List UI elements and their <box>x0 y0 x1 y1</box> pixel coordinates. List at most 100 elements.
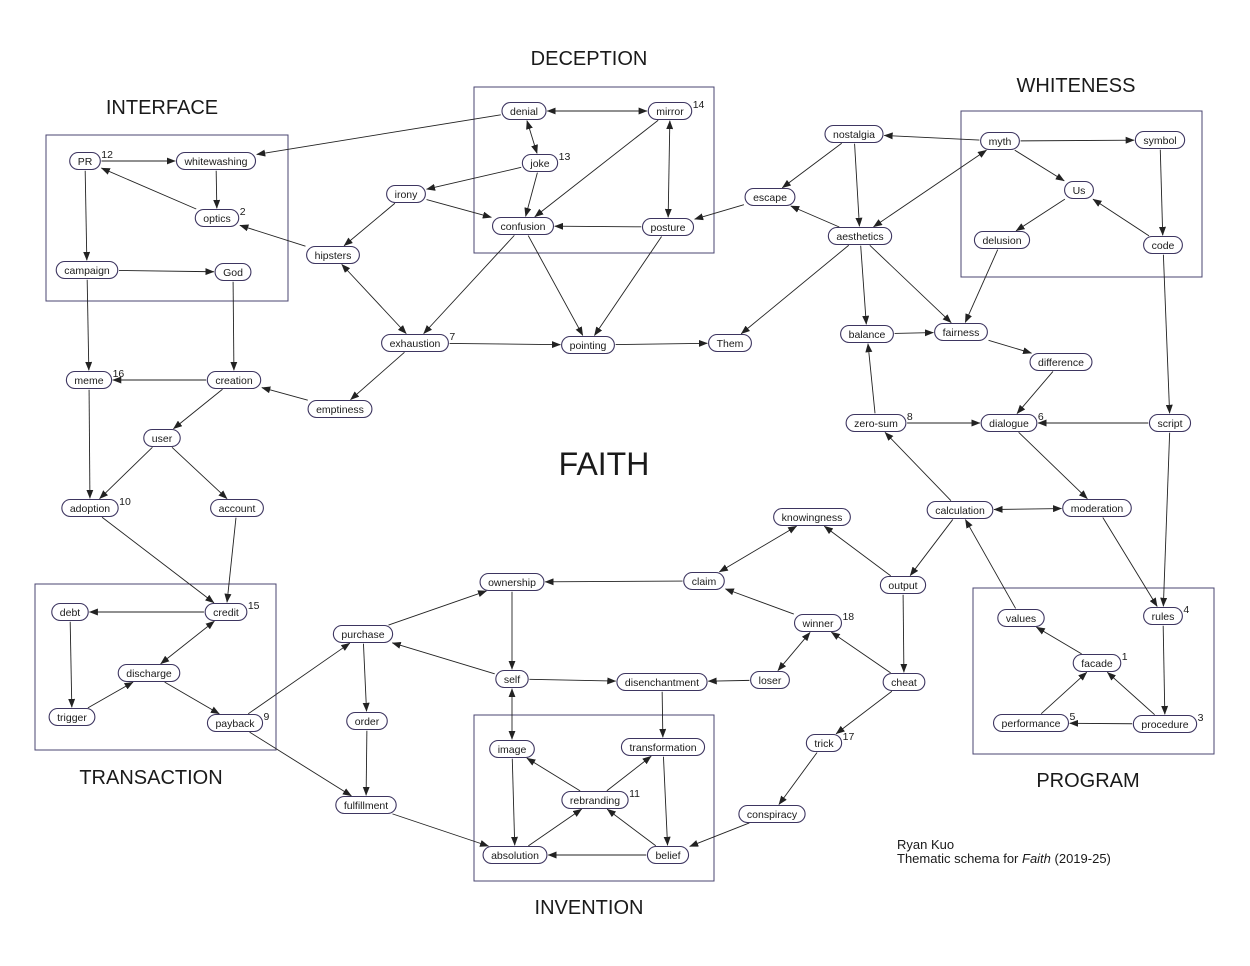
node-knowingness-label: knowingness <box>782 512 843 524</box>
node-balance-pill <box>840 324 894 344</box>
node-us: Us <box>1064 180 1094 200</box>
node-myth-pill <box>980 131 1020 151</box>
node-conspiracy: conspiracy <box>738 804 806 824</box>
node-absolution: absolution <box>482 845 548 865</box>
node-confusion-pill <box>491 216 555 236</box>
edge-denial-to-joke <box>526 120 538 154</box>
edge-whitewashing-to-optics <box>213 170 221 209</box>
edge-god-to-creation <box>230 281 238 371</box>
edge-hipsters-to-exhaustion <box>341 264 407 334</box>
node-delusion: delusion <box>973 230 1031 250</box>
node-creation-pill <box>206 370 262 390</box>
edge-calculation-to-moderation <box>993 505 1063 513</box>
node-code-label: code <box>1152 240 1175 252</box>
node-nostalgia: nostalgia <box>824 124 884 144</box>
group-interface-title: INTERFACE <box>106 97 218 119</box>
node-campaign-pill <box>55 260 119 280</box>
node-campaign: campaign <box>55 260 119 280</box>
edge-dialogue-to-moderation <box>1018 432 1088 500</box>
edge-irony-to-hipsters <box>343 202 396 247</box>
caption-author: Ryan Kuo <box>897 837 955 852</box>
node-calculation-pill <box>926 500 994 520</box>
edge-layer <box>68 107 1173 859</box>
node-claim-pill <box>683 571 725 591</box>
node-aesthetics: aesthetics <box>827 226 893 246</box>
edge-exhaustion-to-emptiness <box>350 351 405 401</box>
edge-adoption-to-credit <box>101 516 215 604</box>
node-symbol: symbol <box>1134 130 1186 150</box>
node-mirror-pill <box>647 101 693 121</box>
edge-aesthetics-to-escape <box>790 205 840 228</box>
node-script-label: script <box>1157 418 1182 430</box>
node-them: Them <box>708 333 752 353</box>
edge-code-to-us <box>1092 198 1150 237</box>
node-disenchantment-label: disenchantment <box>625 677 699 689</box>
node-myth: myth <box>980 131 1020 151</box>
edge-discharge-to-payback <box>164 681 220 715</box>
node-procedure-label: procedure <box>1141 719 1188 731</box>
node-rebranding-label: rebranding <box>570 795 620 807</box>
node-calculation: calculation <box>926 500 994 520</box>
edge-cheat-to-winner <box>830 631 891 674</box>
edge-loser-to-disenchantment <box>707 677 750 685</box>
node-pointing: pointing <box>561 335 615 355</box>
node-payback-label: payback <box>215 718 255 730</box>
edge-pointing-to-them <box>615 339 708 347</box>
node-purchase-label: purchase <box>341 629 384 641</box>
edge-purchase-to-order <box>362 643 370 712</box>
edge-credit-to-discharge <box>160 620 215 665</box>
node-us-label: Us <box>1073 185 1086 197</box>
edge-debt-to-trigger <box>68 621 76 708</box>
node-winner-label: winner <box>802 618 834 630</box>
caption-text-before: Thematic schema for <box>897 851 1022 866</box>
edge-joke-to-confusion <box>524 172 538 217</box>
edge-user-to-adoption <box>99 447 153 500</box>
edge-difference-to-dialogue <box>1016 371 1054 414</box>
node-optics-number: 2 <box>240 206 246 218</box>
node-ownership: ownership <box>479 572 545 592</box>
node-self: self <box>495 669 529 689</box>
node-belief: belief <box>646 845 690 865</box>
node-rebranding-pill <box>561 790 629 810</box>
edge-aesthetics-to-balance <box>860 245 870 325</box>
edge-campaign-to-meme <box>85 279 93 371</box>
edge-account-to-credit <box>224 517 237 603</box>
edge-calculation-to-zerosum <box>884 432 952 501</box>
edge-aesthetics-to-them <box>740 244 850 335</box>
node-joke-number: 13 <box>559 151 571 163</box>
edge-self-to-purchase <box>391 641 495 675</box>
group-program-box <box>972 587 1215 755</box>
node-difference: difference <box>1029 352 1093 372</box>
node-campaign-label: campaign <box>64 265 110 277</box>
node-account-pill <box>210 498 264 518</box>
group-invention-title: INVENTION <box>535 897 644 919</box>
node-meme-number: 16 <box>113 368 125 380</box>
group-layer: INTERFACE DECEPTION WHITENESS TRANSACTIO… <box>34 48 1215 919</box>
node-emptiness: emptiness <box>307 399 373 419</box>
edge-nostalgia-to-aesthetics <box>854 143 863 227</box>
node-procedure-pill <box>1132 714 1198 734</box>
edge-aesthetics-to-fairness <box>869 245 952 324</box>
node-disenchantment: disenchantment <box>616 672 708 692</box>
node-trigger-label: trigger <box>57 712 87 724</box>
group-transaction-title: TRANSACTION <box>79 767 222 789</box>
node-optics-pill <box>194 208 240 228</box>
node-confusion: confusion <box>491 216 555 236</box>
edge-meme-to-adoption <box>86 389 94 499</box>
node-payback-number: 9 <box>264 711 270 723</box>
edge-payback-to-fulfillment <box>249 731 352 797</box>
group-invention: INVENTION <box>473 714 715 919</box>
node-escape-pill <box>744 187 796 207</box>
node-them-pill <box>708 333 752 353</box>
node-rules-number: 4 <box>1183 604 1189 616</box>
node-conspiracy-label: conspiracy <box>747 809 798 821</box>
edge-fulfillment-to-absolution <box>392 813 490 847</box>
edge-campaign-to-god <box>118 268 215 276</box>
